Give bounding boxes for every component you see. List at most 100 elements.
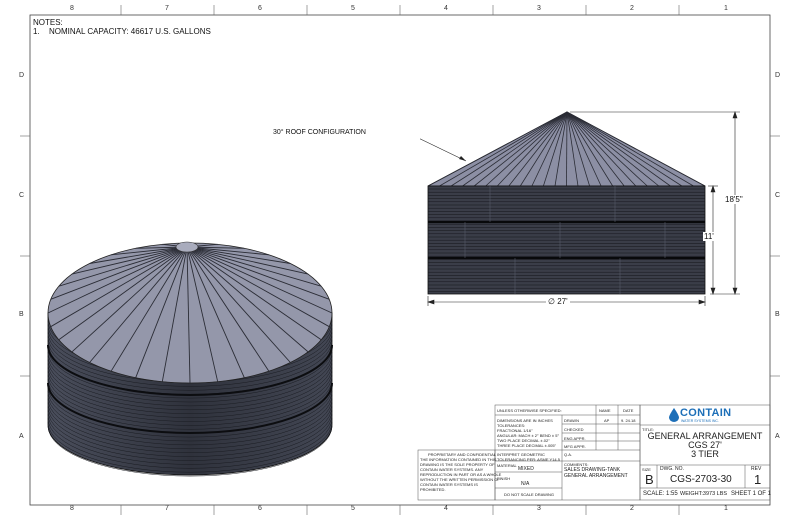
dim-total-height: 18'5" (724, 195, 744, 204)
date-header: DATE (623, 408, 634, 413)
name-header: NAME (599, 408, 611, 413)
finish-label: FINISH (497, 476, 511, 481)
wall-course-line (47, 371, 333, 422)
eng-appr-label: ENG APPR. (564, 436, 586, 441)
wall-course-line (47, 390, 333, 442)
drawing-title: GENERAL ARRANGEMENT CGS 27' 3 TIER (640, 432, 770, 459)
roof-rib (508, 111, 568, 187)
dwg-no-label: DWG. NO. (660, 466, 684, 472)
zone-bottom-6: 6 (258, 505, 262, 512)
note-text: NOMINAL CAPACITY: 46617 U.S. GALLONS (49, 27, 211, 36)
title-line-2: CGS 27' (688, 440, 722, 450)
zone-bottom-2: 2 (630, 505, 634, 512)
dwg-no-value: CGS-2703-30 (670, 474, 732, 485)
proprietary-title: PROPRIETARY AND CONFIDENTIAL (428, 452, 497, 457)
wall-course-line (47, 379, 333, 430)
roof-rib (186, 246, 270, 372)
wall-course-line (47, 367, 333, 418)
wall-course-line (47, 394, 333, 446)
angular-tol: ANGULAR: MACH ± 2° BEND ± 5° (497, 433, 560, 438)
wall-course-line (47, 336, 333, 387)
wall-course-line (47, 418, 333, 469)
proprietary-line-4: REPRODUCTION IN PART OR AS A WHOLE (420, 472, 502, 477)
wall-course-line (47, 422, 333, 473)
roof-rib (566, 111, 660, 187)
comments-label: COMMENTS: (564, 462, 589, 467)
drawn-name: AP (604, 418, 610, 423)
roof-rib (186, 246, 330, 328)
finish-value: N/A (521, 481, 530, 487)
three-place-tol: THREE PLACE DECIMAL ±.005" (497, 443, 557, 448)
comments-line-1: SALES DRAWING-TANK (564, 467, 621, 473)
zone-top-2: 2 (630, 5, 634, 12)
roof-rib (135, 246, 188, 378)
roof-rib (186, 246, 219, 382)
roof-rib (186, 246, 330, 300)
roof-rib (50, 246, 188, 300)
zone-bottom-1: 1 (724, 505, 728, 512)
zone-left-B: B (19, 311, 24, 318)
scale-value: SCALE: 1:55 (643, 491, 678, 497)
zone-top-8: 8 (70, 5, 74, 12)
zone-top-4: 4 (444, 5, 448, 12)
wall-course-line (47, 387, 333, 438)
tier-band (47, 344, 333, 396)
company-logo: CONTAIN WATER SYSTEMS INC. (669, 407, 741, 424)
zone-bottom-7: 7 (165, 505, 169, 512)
wall-course-line (47, 348, 333, 399)
material-value: MIXED (518, 466, 534, 472)
checked-label: CHECKED (564, 427, 584, 432)
roof-rib (566, 111, 614, 187)
comments-line-2: GENERAL ARRANGEMENT (564, 473, 628, 479)
logo-name: CONTAIN (680, 407, 732, 419)
roof-rib (450, 111, 568, 187)
tolerancing-label: TOLERANCING PER: ASME Y14.5 (497, 457, 560, 462)
size-value: B (645, 472, 654, 487)
proprietary-line-2: DRAWING IS THE SOLE PROPERTY OF (420, 462, 495, 467)
zone-bottom-3: 3 (537, 505, 541, 512)
roof-rib (111, 246, 188, 256)
roof-rib (566, 111, 694, 187)
fractional-tol: FRACTIONAL 1/16" (497, 428, 533, 433)
wall-course-line (47, 355, 333, 407)
tank-side-elevation (420, 111, 740, 306)
drawn-label: DRAWN (564, 418, 579, 423)
dim-diameter: ∅ 27' (546, 297, 570, 306)
wall-course-line (47, 406, 333, 457)
wall-course-line (47, 340, 333, 391)
roof-rib (50, 246, 188, 328)
zone-bottom-5: 5 (351, 505, 355, 512)
drawn-date: 9. 24.18 (621, 418, 636, 423)
wall-course-line (47, 410, 333, 461)
dimensions-note: DIMENSIONS ARE IN INCHES (497, 418, 553, 423)
zone-left-A: A (19, 433, 24, 440)
roof-rib (186, 246, 291, 363)
mfg-appr-label: MFG APPR. (564, 444, 586, 449)
roof-callout-leader (420, 138, 467, 162)
note-number: 1. (33, 27, 40, 36)
do-not-scale: DO NOT SCALE DRAWING (504, 492, 555, 497)
zone-bottom-8: 8 (70, 505, 74, 512)
roof-rib (89, 246, 188, 363)
proprietary-line-1: THE INFORMATION CONTAINED IN THIS (420, 457, 497, 462)
notes-block: NOTES: 1.NOMINAL CAPACITY: 46617 U.S. GA… (33, 18, 211, 36)
qa-label: Q.A. (564, 452, 573, 457)
roof-rib (186, 246, 191, 384)
roof-rib (71, 246, 188, 353)
roof-rib (462, 111, 568, 187)
zone-top-7: 7 (165, 5, 169, 12)
wall-course-line (47, 359, 333, 411)
title-line-1: GENERAL ARRANGEMENT (647, 431, 763, 441)
proprietary-line-7: PROHIBITED. (420, 487, 446, 492)
roof-rib (186, 246, 309, 275)
roof-rib (186, 246, 309, 353)
wall-course-line (47, 398, 333, 450)
wall-course-line (47, 363, 333, 414)
title-label: TITLE: (642, 427, 655, 432)
roof-rib (566, 111, 648, 187)
interpret-label: INTERPRET GEOMETRIC (497, 452, 545, 457)
proprietary-line-3: CONTAIN WATER SYSTEMS. ANY (420, 467, 484, 472)
roof-vent (175, 241, 199, 253)
roof-rib (47, 246, 188, 314)
roof-rib (554, 111, 568, 187)
